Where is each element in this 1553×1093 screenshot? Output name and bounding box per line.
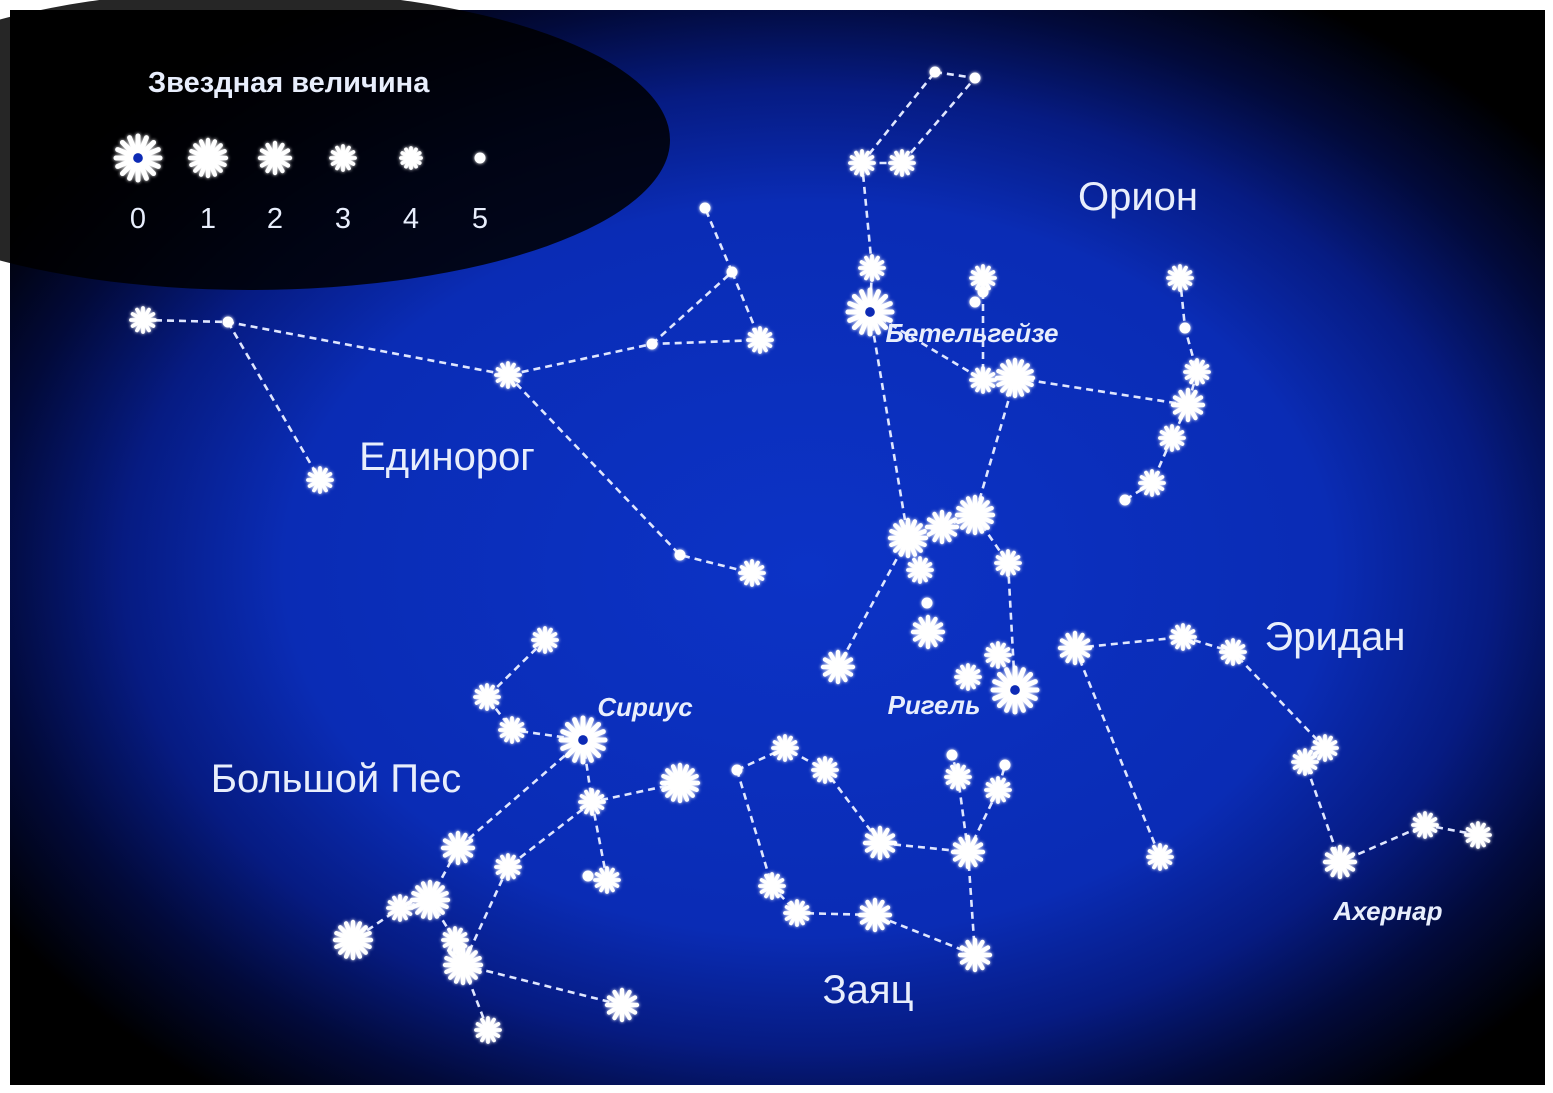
star-71 <box>947 750 958 761</box>
star-33 <box>647 339 658 350</box>
label-canis-major: Большой Пес <box>211 757 462 801</box>
star-17 <box>1120 495 1131 506</box>
star-23 <box>922 598 933 609</box>
star-0 <box>930 67 941 78</box>
star-58 <box>335 922 371 958</box>
star-60 <box>445 947 481 983</box>
star-20 <box>957 497 993 533</box>
star-64 <box>583 871 594 882</box>
star-8 <box>970 297 981 308</box>
legend-title: Звездная величина <box>148 67 430 99</box>
star-7 <box>978 287 989 298</box>
star-30 <box>223 317 234 328</box>
label-sirius: Сириус <box>597 692 693 722</box>
legend-label-3: 3 <box>335 203 351 235</box>
legend-label-0: 0 <box>130 203 146 235</box>
legend-star-1 <box>190 140 226 176</box>
star-35 <box>700 203 711 214</box>
star-51 <box>561 718 605 762</box>
star-18 <box>890 520 926 556</box>
legend-label-1: 1 <box>200 203 216 235</box>
star-65 <box>732 765 743 776</box>
label-rigel: Ригель <box>888 690 981 720</box>
label-orion: Орион <box>1078 175 1198 219</box>
star-52 <box>662 765 698 801</box>
label-lepus: Заяц <box>823 968 914 1012</box>
label-betelgeuse: Бетельгейзе <box>886 318 1059 348</box>
legend-label-2: 2 <box>267 203 283 235</box>
star-73 <box>1000 760 1011 771</box>
label-eridanus: Эридан <box>1264 615 1405 659</box>
star-28 <box>993 668 1037 712</box>
star-56 <box>412 882 448 918</box>
legend-label-4: 4 <box>403 203 419 235</box>
star-1 <box>970 73 981 84</box>
label-monoceros: Единорог <box>359 435 535 479</box>
legend-star-0 <box>116 136 160 180</box>
legend-label-5: 5 <box>472 203 488 235</box>
star-37 <box>675 550 686 561</box>
star-34 <box>727 267 738 278</box>
legend-star-5 <box>475 153 486 164</box>
star-12 <box>1180 323 1191 334</box>
star-10 <box>997 360 1033 396</box>
label-achernar: Ахернар <box>1333 896 1443 926</box>
